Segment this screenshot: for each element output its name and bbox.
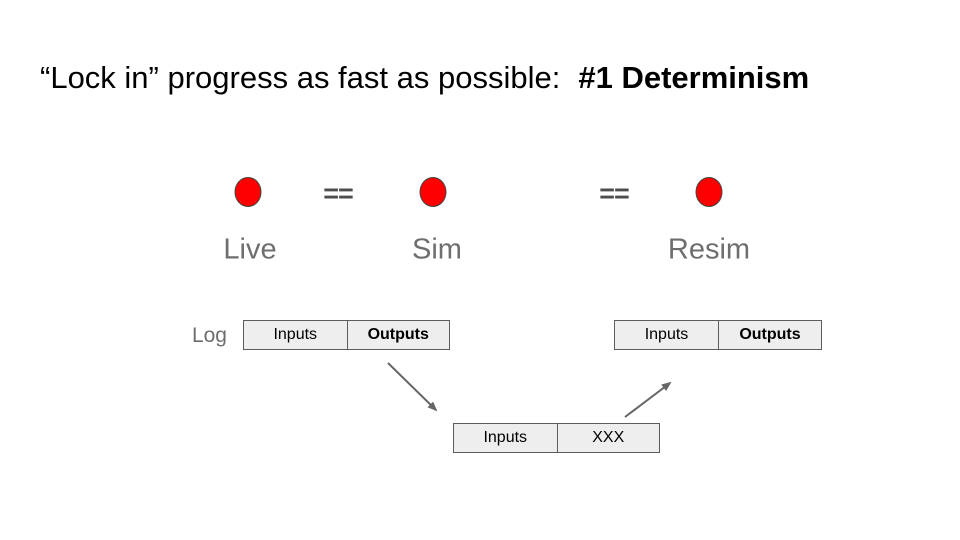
arrow-log-to-transfer [387, 362, 438, 412]
slide-title-regular: “Lock in” progress as fast as possible: [40, 60, 561, 95]
live-log-inputs-cell: Inputs [273, 326, 318, 343]
slide-title-bold: #1 Determinism [578, 60, 810, 95]
equals-sign-live-sim: == [323, 178, 354, 209]
resim-label: Resim [667, 233, 751, 266]
transfer-inputs-cell: Inputs [483, 429, 528, 446]
resim-log-outputs-cell: Outputs [718, 321, 821, 349]
resim-circle [695, 177, 723, 207]
slide-title: “Lock in” progress as fast as possible: #… [40, 60, 809, 96]
sim-label: Sim [412, 233, 462, 266]
equals-sign-sim-resim: == [599, 178, 630, 209]
transfer-box: Inputs XXX [453, 423, 660, 453]
live-log-outputs-cell: Outputs [346, 321, 450, 349]
live-label: Live [223, 233, 277, 266]
transfer-xxx-cell: XXX [556, 424, 660, 452]
live-circle [234, 177, 262, 207]
resim-log-inputs-cell: Inputs [644, 326, 689, 343]
resim-log-box: Inputs Outputs [614, 320, 822, 350]
sim-circle [419, 177, 447, 207]
arrow-transfer-to-resim-log [624, 381, 672, 418]
log-label: Log [191, 324, 227, 347]
live-log-box: Inputs Outputs [243, 320, 450, 350]
